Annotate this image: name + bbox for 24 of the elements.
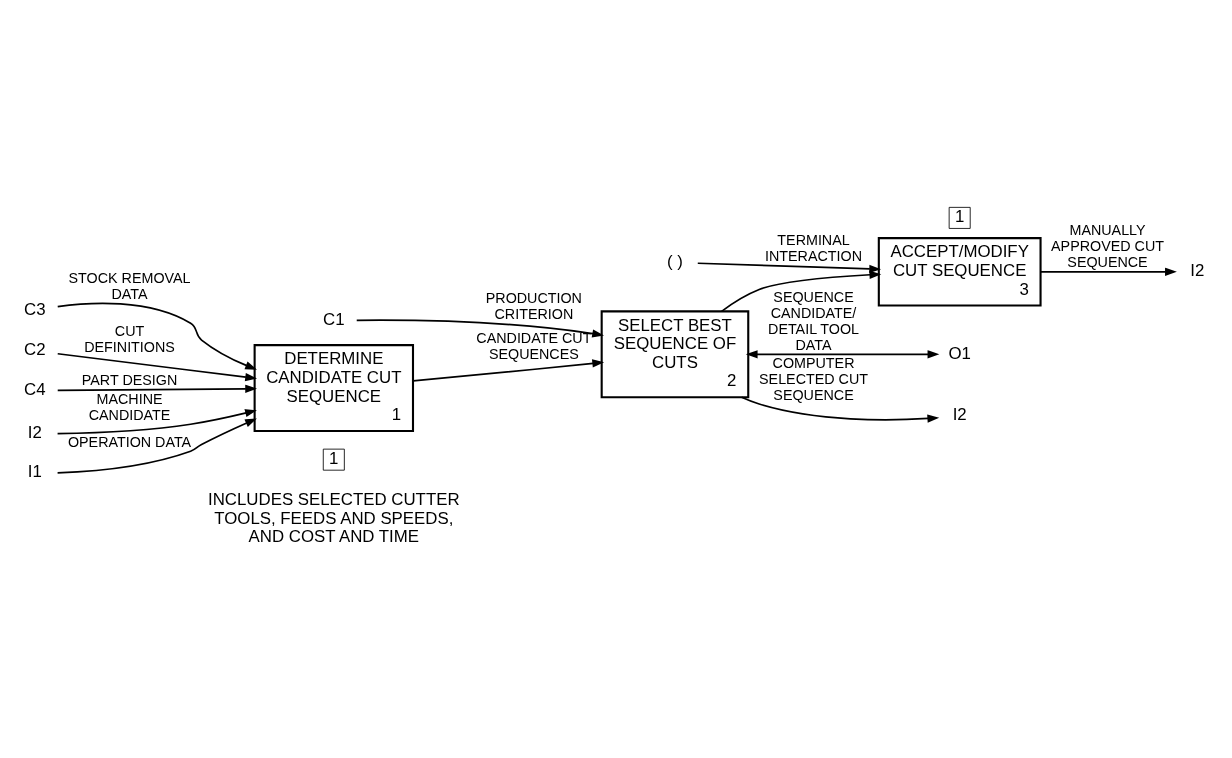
edge-label: PART DESIGN — [81, 372, 178, 389]
edge-label: CANDIDATE CUT SEQUENCES — [476, 330, 592, 363]
label: INCLUDES SELECTED CUTTER TOOLS, FEEDS AND SPEEDS, AND COST AND TIME — [208, 490, 460, 547]
node-text: I2 — [27, 422, 42, 442]
node-text: C3 — [24, 299, 46, 319]
edge-label: COMPUTER SELECTED CUT SEQUENCE — [759, 354, 869, 403]
node-text: C2 — [24, 340, 46, 360]
edge-label: CUT DEFINITIONS — [84, 322, 175, 355]
node-text: C4 — [24, 379, 46, 399]
edge-label: MACHINE CANDIDATE — [88, 390, 171, 423]
edge-label: TERMINAL INTERACTION — [765, 232, 863, 265]
node-text: I2 — [952, 405, 967, 425]
edge-label: MANUALLY APPROVED CUT SEQUENCE — [1051, 222, 1164, 271]
edge-label: STOCK REMOVAL DATA — [68, 270, 191, 303]
node-text: O1 — [948, 343, 971, 363]
node-text: C1 — [323, 309, 345, 329]
label: 1 — [329, 448, 339, 468]
node-text: I2 — [1190, 261, 1205, 281]
edge-label: PRODUCTION CRITERION — [485, 289, 582, 322]
edge-label: OPERATION DATA — [67, 433, 192, 450]
edge-label: SEQUENCE CANDIDATE/ DETAIL TOOL DATA — [768, 288, 860, 353]
node-text: ( ) — [667, 251, 683, 271]
label: 1 — [955, 207, 965, 227]
node-text: I1 — [27, 462, 42, 482]
